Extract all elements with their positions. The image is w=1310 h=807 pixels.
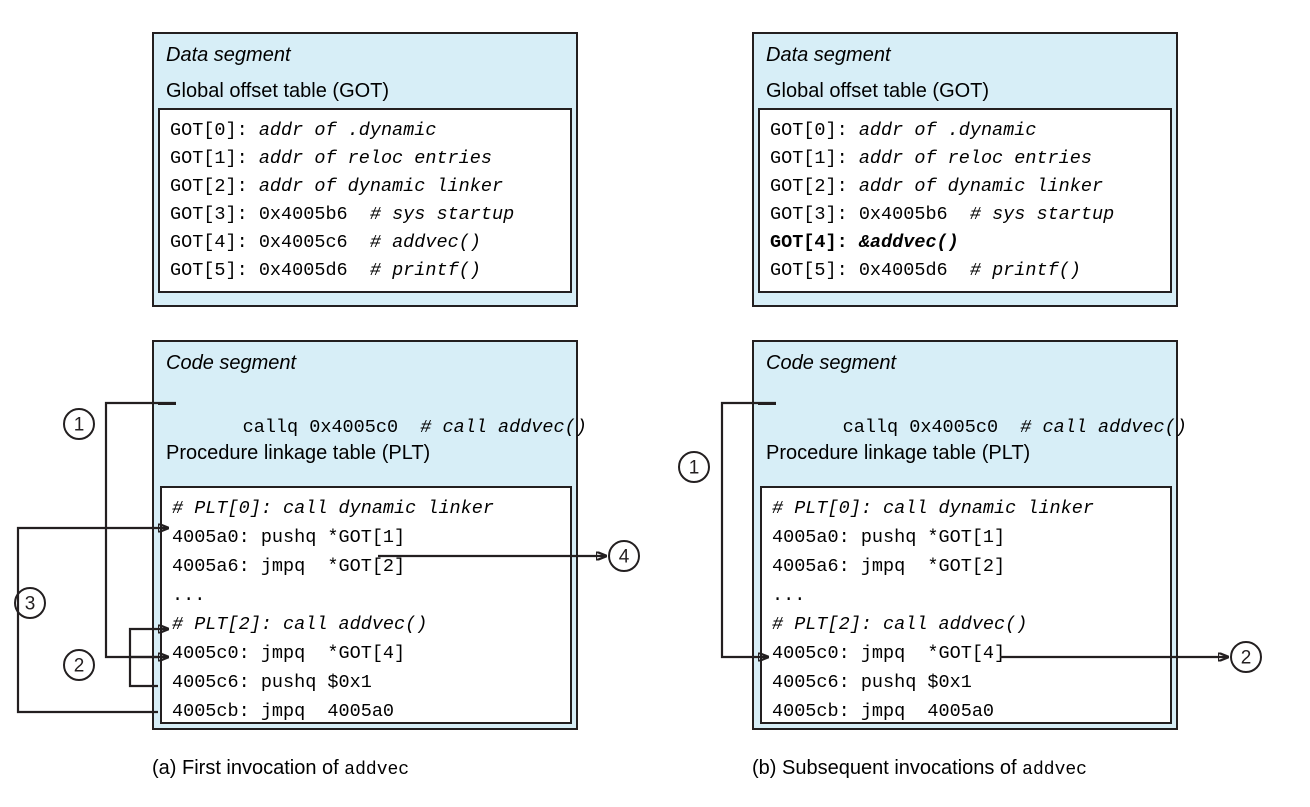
plt-row: 4005c6: pushq $0x1 (172, 672, 372, 693)
plt-row: 4005a0: pushq *GOT[1] (772, 527, 1006, 548)
plt-row: 4005cb: jmpq 4005a0 (172, 701, 395, 722)
plt-row: 4005a0: pushq *GOT[1] (172, 527, 406, 548)
right-got-subtitle: Global offset table (GOT) (766, 80, 990, 102)
got-row: GOT[5]: 0x4005d6 # printf() (170, 260, 481, 281)
plt-row: # PLT[2]: call addvec() (172, 614, 428, 635)
left-callq-instruction: callq 0x4005c0 # call addvec() (242, 417, 587, 438)
left-data-segment-title: Data segment (166, 44, 291, 66)
got-row: GOT[2]: addr of dynamic linker (170, 176, 504, 197)
step-marker-2-right: 2 (1230, 641, 1262, 673)
step-marker-label: 1 (689, 458, 700, 479)
plt-row: 4005c0: jmpq *GOT[4] (172, 643, 406, 664)
left-callq-leader-dash (158, 403, 176, 405)
left-code-segment-title: Code segment (166, 352, 297, 374)
plt-row: 4005c0: jmpq *GOT[4] (772, 643, 1006, 664)
got-row: GOT[0]: addr of .dynamic (770, 120, 1037, 141)
left-plt-table: # PLT[0]: call dynamic linker 4005a0: pu… (160, 486, 572, 724)
step-marker-1-right: 1 (678, 451, 710, 483)
step-marker-4-left: 4 (608, 540, 640, 572)
right-data-segment-title: Data segment (766, 44, 891, 66)
step-marker-label: 4 (619, 547, 630, 568)
step-marker-label: 2 (1241, 648, 1252, 669)
right-plt-table: # PLT[0]: call dynamic linker 4005a0: pu… (760, 486, 1172, 724)
right-caption: (b) Subsequent invocations of addvec (752, 757, 1087, 780)
plt-row: ... (772, 585, 806, 606)
plt-row: # PLT[0]: call dynamic linker (172, 498, 494, 519)
step-marker-1-left: 1 (63, 408, 95, 440)
plt-row: 4005c6: pushq $0x1 (772, 672, 972, 693)
right-got-table: GOT[0]: addr of .dynamic GOT[1]: addr of… (758, 108, 1172, 293)
got-row: GOT[1]: addr of reloc entries (170, 148, 492, 169)
left-plt-subtitle: Procedure linkage table (PLT) (166, 442, 431, 464)
step-marker-2-left: 2 (63, 649, 95, 681)
got-row: GOT[4]: 0x4005c6 # addvec() (170, 232, 481, 253)
got-row: GOT[3]: 0x4005b6 # sys startup (170, 204, 515, 225)
got-row: GOT[1]: addr of reloc entries (770, 148, 1092, 169)
right-callq-leader-dash (758, 403, 776, 405)
got-row: GOT[0]: addr of .dynamic (170, 120, 437, 141)
right-code-segment-title: Code segment (766, 352, 897, 374)
plt-row: 4005a6: jmpq *GOT[2] (172, 556, 406, 577)
right-plt-subtitle: Procedure linkage table (PLT) (766, 442, 1031, 464)
step-marker-label: 3 (25, 594, 36, 615)
got-row-modified: GOT[4]: &addvec() (770, 232, 959, 253)
plt-row: # PLT[0]: call dynamic linker (772, 498, 1094, 519)
plt-row: # PLT[2]: call addvec() (772, 614, 1028, 635)
left-got-table: GOT[0]: addr of .dynamic GOT[1]: addr of… (158, 108, 572, 293)
right-callq-instruction: callq 0x4005c0 # call addvec() (842, 417, 1187, 438)
plt-row: ... (172, 585, 206, 606)
left-caption: (a) First invocation of addvec (152, 757, 410, 780)
got-row: GOT[5]: 0x4005d6 # printf() (770, 260, 1081, 281)
step-marker-label: 2 (74, 656, 85, 677)
got-row: GOT[2]: addr of dynamic linker (770, 176, 1104, 197)
left-got-subtitle: Global offset table (GOT) (166, 80, 390, 102)
got-row: GOT[3]: 0x4005b6 # sys startup (770, 204, 1115, 225)
step-marker-label: 1 (74, 415, 85, 436)
plt-row: 4005a6: jmpq *GOT[2] (772, 556, 1006, 577)
step-marker-3-left: 3 (14, 587, 46, 619)
wire-step3-left (16, 528, 168, 714)
plt-row: 4005cb: jmpq 4005a0 (772, 701, 995, 722)
